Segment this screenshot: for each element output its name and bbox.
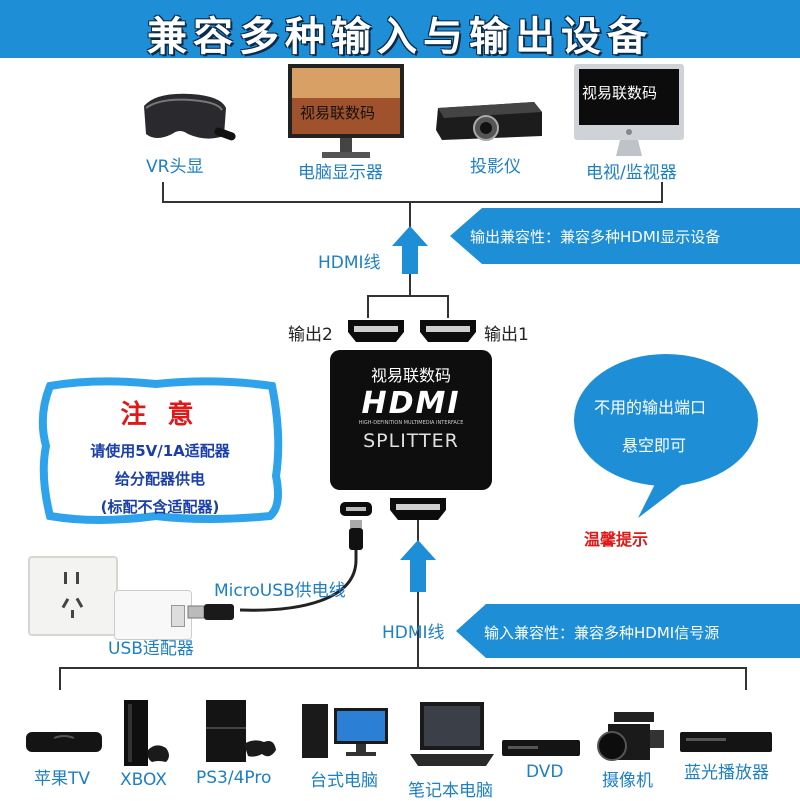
notice-line: 请使用5V/1A适配器 [90,442,230,460]
xbox-icon [122,698,172,774]
input-cable-label: HDMI线 [382,623,445,643]
usb-plug-icon [187,604,234,620]
input-compat-banner [456,604,800,658]
microusb-plug-icon [349,520,363,550]
camcorder-icon [594,706,666,772]
wall-socket-icon [28,556,118,636]
hdmi-logo-subtitle: HIGH-DEFINITION MULTIMEDIA INTERFACE [358,420,464,426]
usb-adapter-label: USB适配器 [108,639,194,659]
hdmi-port-output-1 [420,320,476,342]
input-device-label: DVD [526,762,564,782]
input-device-label: 台式电脑 [310,771,378,791]
output-compat-banner [450,208,800,264]
microusb-cable-label: MicroUSB供电线 [214,581,346,601]
splitter-brand: 视易联数码 [370,366,451,385]
page-title: 兼容多种输入与输出设备 [147,14,653,60]
projector-icon [434,96,546,152]
output-device-label: 电视/监视器 [586,163,677,183]
vr-headset-icon [136,84,236,158]
micro-usb-port [340,502,372,516]
input-device-label: 蓝光播放器 [684,763,769,783]
monitor-icon [288,64,404,168]
imac-icon [574,64,684,168]
notice-line: (标配不含适配器) [100,498,220,516]
title-banner [0,0,800,58]
tip-caption: 温馨提示 [584,530,649,549]
notice-line: 给分配器供电 [114,470,205,488]
bluray-player-icon [678,726,774,760]
output-device-label: 电脑显示器 [298,163,383,183]
hdmi-port-input [390,498,446,520]
up-arrow-icon [392,226,428,274]
input-compat-text: 输入兼容性：兼容多种HDMI信号源 [484,624,720,642]
hdmi-logo: HDMI [361,386,461,421]
output-device-label: 投影仪 [470,157,521,177]
desktop-pc-icon [300,702,392,766]
tip-line: 不用的输出端口 [594,398,707,417]
input-device-label: 摄像机 [602,771,653,791]
output-cable-label: HDMI线 [318,253,381,273]
apple-tv-icon [24,720,104,764]
splitter-model: SPLITTER [363,430,459,452]
notice-title: 注 意 [120,400,200,430]
monitor-screen-text: 视易联数码 [300,104,376,122]
input-device-label: XBOX [120,770,167,790]
tip-speech-bubble [574,354,758,518]
usb-adapter-icon [114,590,192,640]
output-device-label: VR头显 [146,157,204,177]
laptop-icon [406,700,496,776]
input-device-label: 笔记本电脑 [408,781,493,801]
tip-line: 悬空即可 [622,436,687,455]
hdmi-splitter-box [330,350,492,490]
dvd-player-icon [500,736,582,764]
tv-screen-text: 视易联数码 [582,84,658,102]
output-compat-text: 输出兼容性：兼容多种HDMI显示设备 [470,228,721,246]
port-output-1-label: 输出1 [484,325,529,345]
notice-border [38,377,283,524]
input-device-label: PS3/4Pro [196,768,272,788]
playstation-icon [204,698,276,770]
hdmi-port-output-2 [348,320,404,342]
input-device-label: 苹果TV [34,769,91,789]
up-arrow-icon [400,540,436,592]
port-output-2-label: 输出2 [288,325,333,345]
